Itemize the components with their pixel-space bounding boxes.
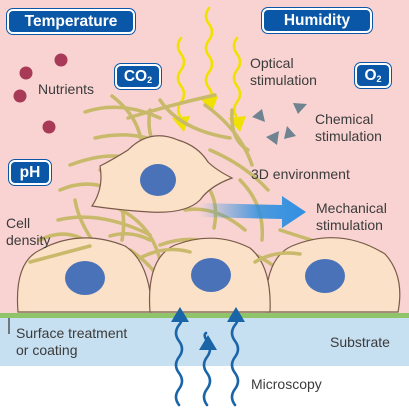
mechanical-line-2: stimulation xyxy=(316,217,383,233)
surface-coating-layer xyxy=(0,313,409,318)
mechanical-line-1: Mechanical xyxy=(316,200,387,216)
3d-cell xyxy=(90,135,234,213)
optical-stimulation-label: Optical stimulation xyxy=(250,55,317,89)
mechanical-stimulation-arrow xyxy=(200,196,306,228)
humidity-badge: Humidity xyxy=(262,8,372,33)
cell-density-line-1: Cell xyxy=(6,215,31,231)
nucleus xyxy=(305,259,345,293)
temperature-badge: Temperature xyxy=(7,9,135,34)
chemical-particles xyxy=(252,103,307,145)
nucleus xyxy=(191,258,231,292)
o2-label: O xyxy=(364,67,377,84)
nucleus xyxy=(65,261,105,295)
optical-line-1: Optical xyxy=(250,55,294,71)
humidity-label: Humidity xyxy=(283,12,351,29)
nutrient-particles xyxy=(13,53,68,134)
o2-subscript: 2 xyxy=(376,74,382,84)
microscopy-waves xyxy=(171,307,245,407)
nutrients-label: Nutrients xyxy=(38,81,95,97)
co2-badge: CO2 xyxy=(115,64,161,89)
co2-label: CO xyxy=(123,68,148,85)
surface-line-2: or coating xyxy=(16,342,78,358)
mechanical-stimulation-label: Mechanical stimulation xyxy=(316,200,387,234)
cell-density-label: Cell density xyxy=(6,215,50,249)
adherent-cell-nuclei xyxy=(65,258,345,295)
temperature-label: Temperature xyxy=(24,13,118,30)
substrate-label: Substrate xyxy=(330,334,390,350)
microscopy-area xyxy=(0,366,409,411)
chemical-line-1: Chemical xyxy=(315,111,374,127)
chemical-stimulation-label: Chemical stimulation xyxy=(315,111,382,145)
ph-label: pH xyxy=(19,164,41,181)
co2-subscript: 2 xyxy=(147,75,153,85)
3d-environment-label: 3D environment xyxy=(251,166,350,182)
optical-stimulation-waves xyxy=(172,6,246,132)
cell-density-line-2: density xyxy=(6,232,51,248)
optical-line-2: stimulation xyxy=(250,72,317,88)
3d-matrix-fibers-front xyxy=(28,232,302,264)
o2-badge: O2 xyxy=(355,63,391,88)
nucleus xyxy=(140,164,176,196)
ph-badge: pH xyxy=(9,160,51,185)
microscopy-label: Microscopy xyxy=(251,376,322,392)
chemical-line-2: stimulation xyxy=(315,128,382,144)
surface-line-1: Surface treatment xyxy=(16,325,128,341)
surface-treatment-label: Surface treatment or coating xyxy=(16,325,127,359)
